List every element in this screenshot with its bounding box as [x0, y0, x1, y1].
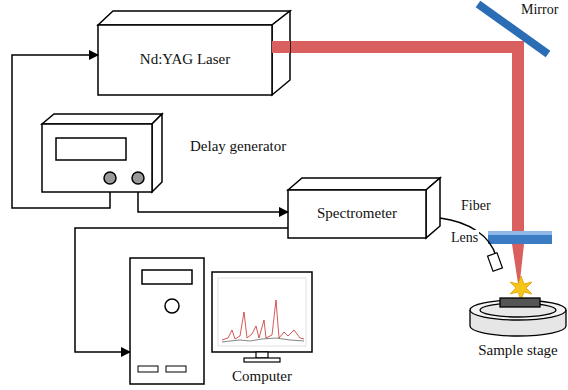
- node-label: Sample stage: [460, 342, 568, 359]
- node-label: Nd:YAG Laser: [140, 51, 230, 68]
- beam-exit: [272, 41, 290, 53]
- lens-highlight: [488, 231, 552, 235]
- computer: Computer: [130, 258, 313, 364]
- laser-beam: [272, 41, 524, 53]
- sample-stage: [470, 298, 566, 336]
- signal-wire: [75, 228, 288, 352]
- signal-wire: [12, 55, 110, 208]
- node-label: Spectrometer: [317, 205, 397, 222]
- node-label: Delay generator: [190, 138, 286, 155]
- laser-box: [98, 11, 290, 95]
- spectrometer-box: [288, 178, 440, 238]
- signal-wire: [138, 192, 288, 212]
- mirror-label: Mirror: [520, 2, 559, 18]
- fiber-tip: [488, 253, 503, 271]
- delay-generator: Delay generator: [42, 124, 152, 192]
- optical-fiber: [440, 218, 496, 256]
- spectrometer-box: Spectrometer: [288, 190, 426, 238]
- laser-beam: [512, 41, 524, 233]
- delay-generator-box: [42, 114, 162, 192]
- computer-tower: [130, 258, 204, 384]
- node-label: Computer: [212, 368, 312, 385]
- sample-stage: Sample stage: [470, 298, 566, 338]
- lens-label: Lens: [450, 230, 479, 246]
- plasma-spark: [510, 276, 532, 300]
- lens: [488, 231, 552, 244]
- laser-box: Nd:YAG Laser: [98, 25, 272, 95]
- fiber-label: Fiber: [460, 198, 492, 214]
- computer-monitor: [212, 272, 312, 362]
